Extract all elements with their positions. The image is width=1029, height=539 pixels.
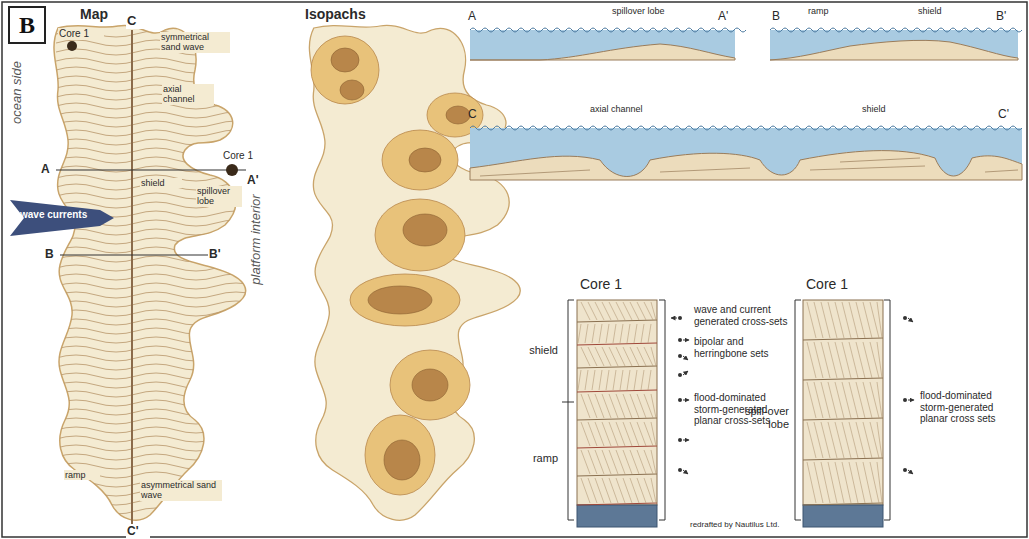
feature-label: spillover lobe (196, 186, 242, 207)
feature-label: shield (140, 178, 182, 188)
core-label: Core 1 (222, 150, 268, 162)
feature-label: axial channel (162, 84, 214, 105)
section-end: C (468, 108, 484, 122)
side-label: platform interior (249, 169, 264, 309)
section-end: A' (246, 174, 268, 188)
feature-label: symmetrical sand wave (160, 32, 230, 53)
panel-letter: B (19, 12, 35, 39)
arrow-label: wave currents (20, 209, 100, 221)
core-title: Core 1 (580, 276, 670, 292)
section-end: B' (996, 10, 1016, 24)
section-end: B (44, 248, 60, 262)
side-label: ocean side (10, 47, 25, 137)
section-label: ramp (808, 6, 842, 16)
section-end: B (772, 10, 788, 24)
core-logs (562, 300, 914, 527)
section-end: A (40, 163, 56, 177)
interval-label: spill-over lobe (745, 405, 789, 430)
core-dot (67, 41, 77, 51)
section-line (52, 169, 246, 170)
interval-label: shield (510, 344, 558, 357)
panel-title: Isopachs (305, 6, 395, 22)
section-end: A' (718, 10, 738, 24)
panel-letter-box: B (8, 6, 46, 44)
section-end: C (126, 14, 144, 29)
core-note: wave and current generated cross-sets (694, 304, 794, 327)
core-label: Core 1 (58, 28, 104, 40)
core-dot (226, 164, 238, 176)
shoal-map (10, 25, 256, 524)
feature-label: asymmetrical sand wave (140, 480, 222, 501)
section-label: axial channel (590, 104, 660, 114)
cross-sections (470, 28, 1022, 180)
core-note: flood-dominated storm-generated planar c… (920, 390, 1020, 425)
section-label: shield (862, 104, 902, 114)
section-end: C' (126, 525, 150, 539)
interval-label: ramp (510, 452, 558, 465)
section-line (131, 30, 133, 524)
section-label: shield (918, 6, 958, 16)
core-note: bipolar and herringbone sets (694, 336, 794, 359)
section-end: A (468, 10, 484, 24)
isopach-map (309, 25, 520, 520)
wave-arrow (10, 200, 114, 236)
credit: redrafted by Nautilus Ltd. (690, 520, 820, 529)
feature-label: ramp (64, 470, 100, 480)
section-end: C' (998, 108, 1020, 122)
section-label: spillover lobe (612, 6, 672, 16)
section-line (58, 254, 208, 255)
section-end: B' (208, 248, 230, 262)
core-title: Core 1 (806, 276, 896, 292)
